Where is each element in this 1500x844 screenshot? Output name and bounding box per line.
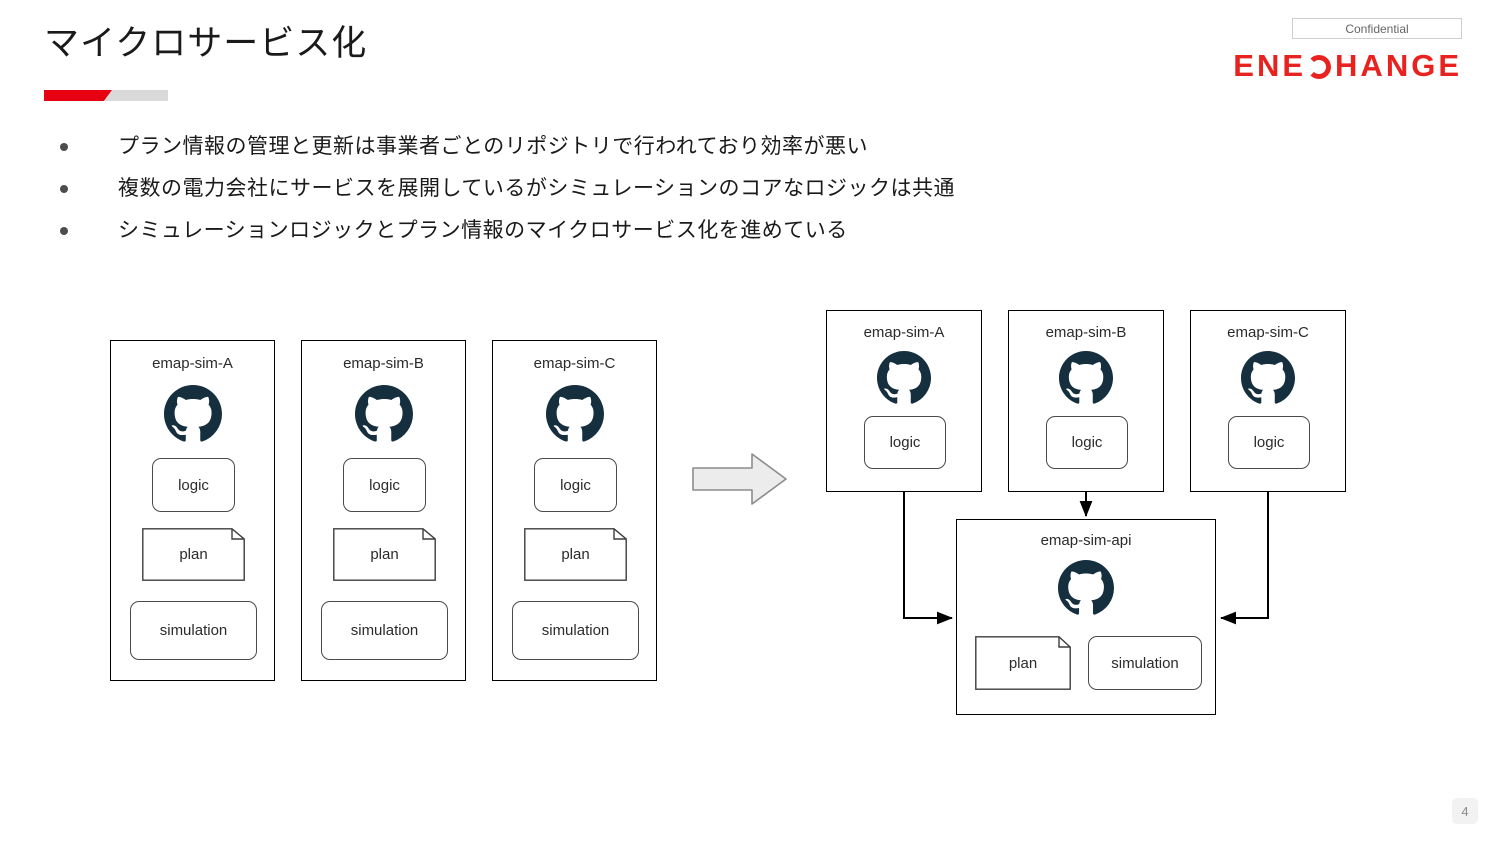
github-octocat-icon — [1241, 351, 1295, 404]
node-logic: logic — [152, 458, 235, 512]
transition-arrow-icon — [692, 453, 787, 505]
repo-box-title: emap-sim-api — [1040, 532, 1132, 549]
enechange-logo: ENE HANGE — [1233, 48, 1462, 83]
node-plan: plan — [975, 636, 1071, 690]
repo-box-title: emap-sim-C — [533, 355, 616, 372]
node-logic: logic — [864, 416, 946, 469]
node-logic: logic — [343, 458, 426, 512]
repo-box-title: emap-sim-A — [863, 324, 945, 341]
repo-box-title: emap-sim-A — [152, 355, 233, 372]
confidential-label: Confidential — [1345, 21, 1409, 36]
bullet-item: 複数の電力会社にサービスを展開しているがシミュレーションのコアなロジックは共通 — [60, 174, 1360, 216]
repo-box-after-emap-sim-c: emap-sim-C logic — [1190, 310, 1346, 492]
node-label: logic — [1071, 434, 1103, 451]
node-label: plan — [179, 546, 208, 563]
node-label: logic — [560, 476, 591, 494]
page-title: マイクロサービス化 — [44, 24, 368, 63]
repo-box-after-emap-sim-a: emap-sim-A logic — [826, 310, 982, 492]
repo-box-emap-sim-b: emap-sim-B logic plan simulation — [301, 340, 466, 681]
page-number: 4 — [1452, 798, 1478, 824]
github-octocat-icon — [354, 385, 413, 442]
node-label: simulation — [541, 622, 610, 639]
node-label: plan — [370, 546, 399, 563]
github-octocat-icon — [877, 351, 931, 404]
node-label: plan — [1008, 654, 1038, 672]
bullet-dot-icon — [60, 143, 68, 151]
bullet-list: プラン情報の管理と更新は事業者ごとのリポジトリで行われており効率が悪い 複数の電… — [60, 132, 1360, 258]
repo-box-after-emap-sim-b: emap-sim-B logic — [1008, 310, 1164, 492]
brand-text-hange: HANGE — [1335, 48, 1462, 83]
bullet-text: プラン情報の管理と更新は事業者ごとのリポジトリで行われており効率が悪い — [118, 135, 868, 158]
bullet-item: シミュレーションロジックとプラン情報のマイクロサービス化を進めている — [60, 216, 1360, 258]
node-label: simulation — [350, 622, 419, 639]
node-label: logic — [1253, 434, 1285, 451]
node-simulation: simulation — [130, 601, 257, 660]
node-logic: logic — [1046, 416, 1128, 469]
node-logic: logic — [1228, 416, 1310, 469]
brand-text-ene: ENE — [1233, 48, 1307, 83]
bullet-text: シミュレーションロジックとプラン情報のマイクロサービス化を進めている — [118, 219, 848, 242]
page-number-label: 4 — [1461, 803, 1469, 819]
bullet-item: プラン情報の管理と更新は事業者ごとのリポジトリで行われており効率が悪い — [60, 132, 1360, 174]
repo-box-title: emap-sim-B — [343, 355, 424, 372]
node-label: simulation — [159, 622, 228, 639]
node-label: logic — [369, 476, 400, 494]
repo-box-emap-sim-api: emap-sim-api plan simulation — [956, 519, 1216, 715]
node-simulation: simulation — [321, 601, 448, 660]
bullet-text: 複数の電力会社にサービスを展開しているがシミュレーションのコアなロジックは共通 — [118, 177, 956, 200]
github-octocat-icon — [545, 385, 604, 442]
github-octocat-icon — [163, 385, 222, 442]
repo-box-emap-sim-c: emap-sim-C logic plan simulation — [492, 340, 657, 681]
node-simulation: simulation — [1088, 636, 1202, 690]
node-plan: plan — [142, 528, 245, 581]
bullet-dot-icon — [60, 227, 68, 235]
confidential-badge: Confidential — [1292, 18, 1462, 39]
node-label: simulation — [1111, 654, 1179, 672]
brand-c-mark-icon — [1307, 55, 1332, 79]
repo-box-title: emap-sim-B — [1045, 324, 1127, 341]
repo-box-title: emap-sim-C — [1227, 324, 1309, 341]
title-accent-red — [44, 90, 112, 101]
github-octocat-icon — [1058, 560, 1114, 615]
node-plan: plan — [333, 528, 436, 581]
repo-box-emap-sim-a: emap-sim-A logic plan simulation — [110, 340, 275, 681]
title-accent-bar — [44, 90, 168, 101]
bullet-dot-icon — [60, 185, 68, 193]
node-simulation: simulation — [512, 601, 639, 660]
node-label: logic — [178, 476, 209, 494]
github-octocat-icon — [1059, 351, 1113, 404]
node-logic: logic — [534, 458, 617, 512]
node-plan: plan — [524, 528, 627, 581]
node-label: plan — [561, 546, 590, 563]
node-label: logic — [889, 434, 921, 451]
